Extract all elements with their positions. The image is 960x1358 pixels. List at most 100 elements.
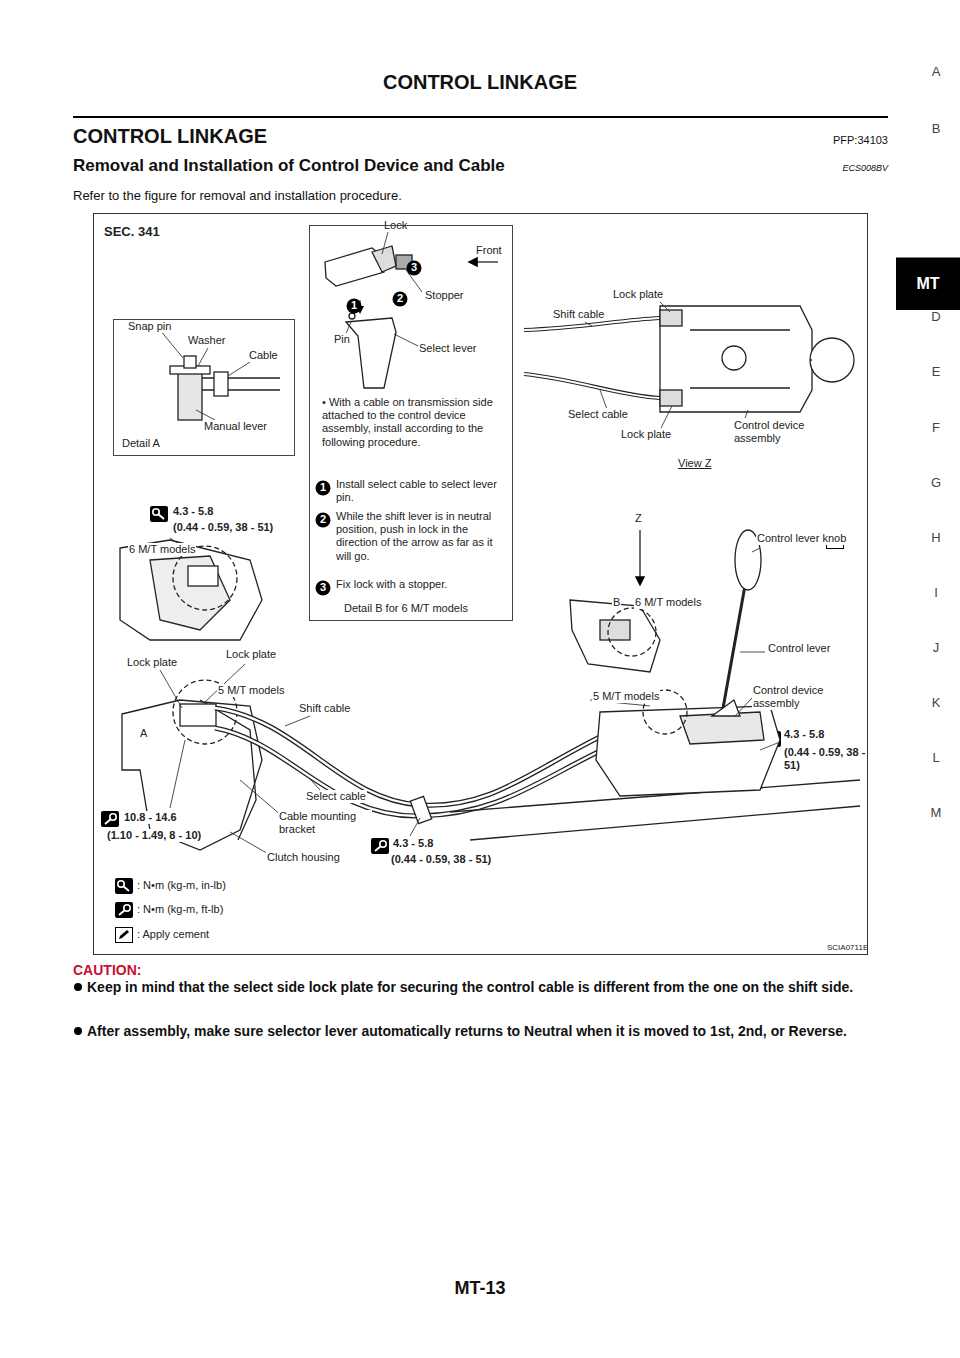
- page-rules: [73, 117, 960, 258]
- part-name: Clutch housing: [266, 851, 341, 864]
- torque-symbols: [371, 838, 389, 854]
- section-tab: G: [912, 475, 960, 491]
- section-tab: D: [912, 309, 960, 325]
- legend-text: : N•m (kg-m, ft-lb): [136, 903, 224, 916]
- step-number: 3: [406, 260, 422, 276]
- torque-value: (1.10 - 1.49, 8 - 10): [106, 829, 202, 842]
- transmission-6mt: [188, 566, 218, 586]
- transmission-6mt: [120, 538, 262, 640]
- caution-bullets: [74, 1027, 82, 1035]
- part-name: Stopper: [424, 289, 465, 302]
- detail-a-sketch: [196, 410, 215, 420]
- transmission-5mt: [285, 716, 310, 726]
- direction-label: Front: [475, 244, 503, 257]
- detail-a-sketch: [184, 356, 196, 368]
- part-name: Lock plate: [620, 428, 672, 441]
- model-label: 5 M/T models: [592, 690, 660, 703]
- section-tab-active: MT: [896, 258, 960, 310]
- page-header: CONTROL LINKAGE: [0, 70, 960, 94]
- caution-text: Keep in mind that the select side lock p…: [87, 979, 892, 996]
- detail-b-sketch: [394, 334, 418, 346]
- part-name: Manual lever: [203, 420, 268, 433]
- section-code: ECS008BV: [842, 163, 888, 174]
- detail-b-sketch: [372, 246, 396, 272]
- torque-symbols: [115, 902, 133, 918]
- transmission-6mt: [150, 556, 230, 630]
- part-name: Snap pin: [127, 320, 172, 333]
- section-tab: F: [912, 420, 960, 436]
- section-tab: B: [912, 121, 960, 137]
- torque-symbols: [115, 878, 133, 894]
- torque-symbols: [116, 928, 133, 943]
- control-cables: [215, 708, 645, 836]
- node-text: Install select cable to select lever pin…: [336, 478, 508, 504]
- step-circle: [316, 513, 331, 528]
- node-text: SEC. 341: [104, 224, 160, 240]
- view-z-sketch: [660, 306, 812, 412]
- transmission-5mt: [122, 700, 262, 850]
- torque-symbols: [101, 506, 844, 943]
- detail-a-sketch: [214, 372, 228, 396]
- detail-box: Detail A: [113, 319, 295, 456]
- control-device-sketch: [712, 700, 740, 716]
- section-tab: J: [912, 640, 960, 656]
- part-name: Control lever knob: [756, 532, 847, 545]
- view-z-sketch: [524, 302, 854, 430]
- step-circle: [407, 261, 422, 276]
- section-heading: CONTROL LINKAGE: [73, 124, 267, 148]
- node-text: While the shift lever is in neutral posi…: [336, 510, 508, 563]
- torque-value: 10.8 - 14.6: [123, 811, 178, 824]
- figure-code: SCIA0711E: [826, 943, 869, 953]
- torque-value: (0.44 - 0.59, 38 - 51): [783, 746, 870, 772]
- legend-text: : Apply cement: [136, 928, 210, 941]
- node-text: • With a cable on transmission side atta…: [322, 396, 508, 449]
- node-text: Detail B for 6 M/T models: [344, 602, 468, 615]
- transmission-5mt: [170, 740, 185, 808]
- caution-bullets: [74, 983, 82, 991]
- detail-b-sketch: [346, 318, 396, 388]
- view-z-sketch: [810, 338, 854, 382]
- figure-frame: SEC. 341Detail A • With a cable on transm…: [93, 213, 868, 955]
- part-name: Lock plate: [612, 288, 664, 301]
- page-rules: [73, 116, 888, 118]
- detail-b-sketch: [349, 313, 355, 319]
- control-device-sketch: [680, 712, 764, 744]
- step-number-text: 1: [315, 480, 331, 496]
- control-cables: [215, 728, 645, 816]
- part-name: Control lever: [767, 642, 831, 655]
- part-name: Cable: [248, 349, 279, 362]
- step-number-text: 2: [315, 512, 331, 528]
- legend-text: : N•m (kg-m, in-lb): [136, 879, 227, 892]
- model-label: 6 M/T models: [128, 543, 196, 556]
- step-number-text: 1: [346, 298, 362, 314]
- part-name: Select cable: [567, 408, 629, 421]
- step-number: 1: [315, 480, 331, 496]
- part-name: Lock plate: [126, 656, 178, 669]
- view-z-sketch: [660, 390, 682, 406]
- step-number: 2: [392, 291, 408, 307]
- detail-marker: B: [612, 596, 621, 609]
- detail-box: • With a cable on transmission side atta…: [309, 225, 513, 621]
- part-name: Control device assembly: [752, 684, 854, 710]
- step-number: 1: [346, 298, 362, 314]
- part-name: Select lever: [418, 342, 477, 355]
- view-z-sketch: [585, 322, 592, 326]
- part-code: PFP:34103: [833, 134, 888, 147]
- detail-marker: A: [139, 727, 148, 740]
- intro-text: Refer to the figure for removal and inst…: [73, 188, 402, 204]
- step-circle: [316, 581, 331, 596]
- part-name: Shift cable: [298, 702, 351, 715]
- torque-symbols: [150, 506, 168, 522]
- transmission-5mt: [240, 780, 282, 816]
- control-device-sketch: [639, 530, 640, 584]
- caution-text: After assembly, make sure selector lever…: [87, 1023, 892, 1040]
- transmission-6mt: [120, 540, 262, 640]
- part-name: Select cable: [305, 790, 367, 803]
- node-text: Fix lock with a stopper.: [336, 578, 508, 591]
- torque-value: 4.3 - 5.8: [172, 505, 214, 518]
- detail-b-sketch: [325, 232, 498, 388]
- detail-a-sketch: [160, 330, 183, 358]
- torque-value: (0.44 - 0.59, 38 - 51): [390, 853, 492, 866]
